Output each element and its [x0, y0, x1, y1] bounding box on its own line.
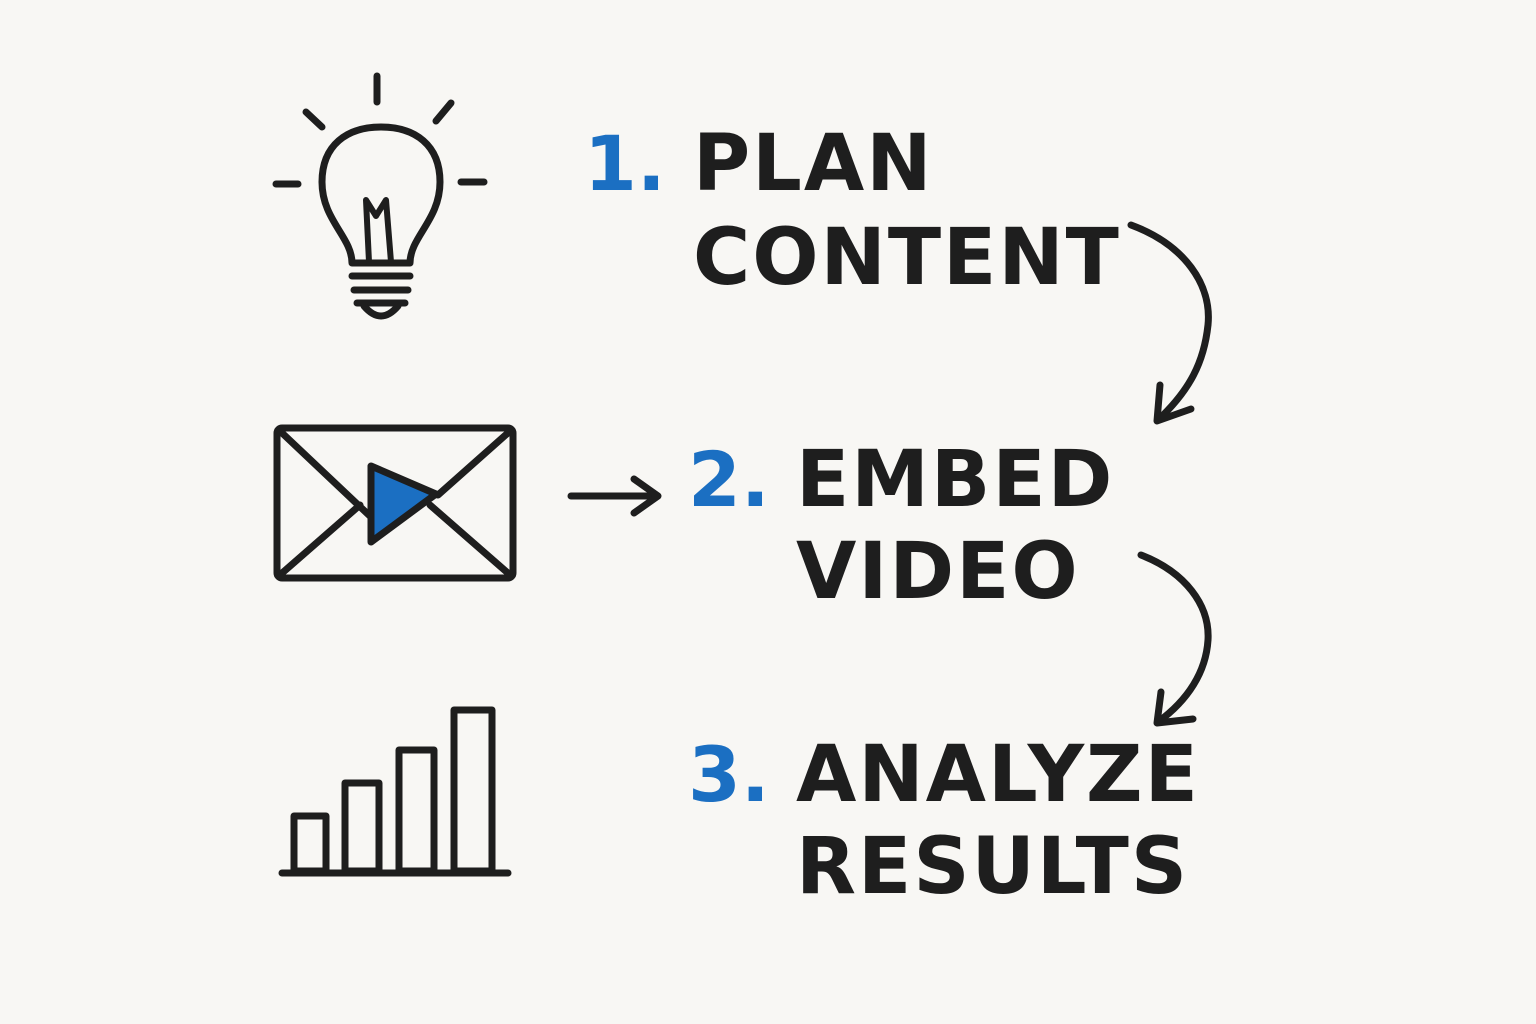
step-number: 2.: [688, 435, 770, 524]
step-title-line2: RESULTS: [796, 822, 1189, 912]
step-title-line1: PLAN: [693, 119, 934, 209]
play-icon: [367, 462, 440, 546]
step-title-line2: VIDEO: [796, 527, 1080, 617]
video-email-icon: [273, 424, 517, 582]
curved-arrow-icon: [1137, 551, 1212, 727]
right-arrow-icon: [567, 475, 662, 517]
step-title-line2: CONTENT: [693, 213, 1121, 303]
step-3: 3. ANALYZE RESULTS: [688, 730, 1200, 912]
lightbulb-icon: [272, 72, 488, 320]
step-1: 1. PLAN CONTENT: [584, 119, 1121, 303]
step-number: 3.: [688, 730, 770, 819]
step-2: 2. EMBED VIDEO: [688, 435, 1114, 617]
step-title-line1: EMBED: [796, 435, 1114, 525]
curved-arrow-icon: [1127, 221, 1212, 425]
step-number: 1.: [584, 119, 666, 208]
step-title-line1: ANALYZE: [796, 730, 1200, 820]
bar-chart-icon: [278, 706, 512, 877]
